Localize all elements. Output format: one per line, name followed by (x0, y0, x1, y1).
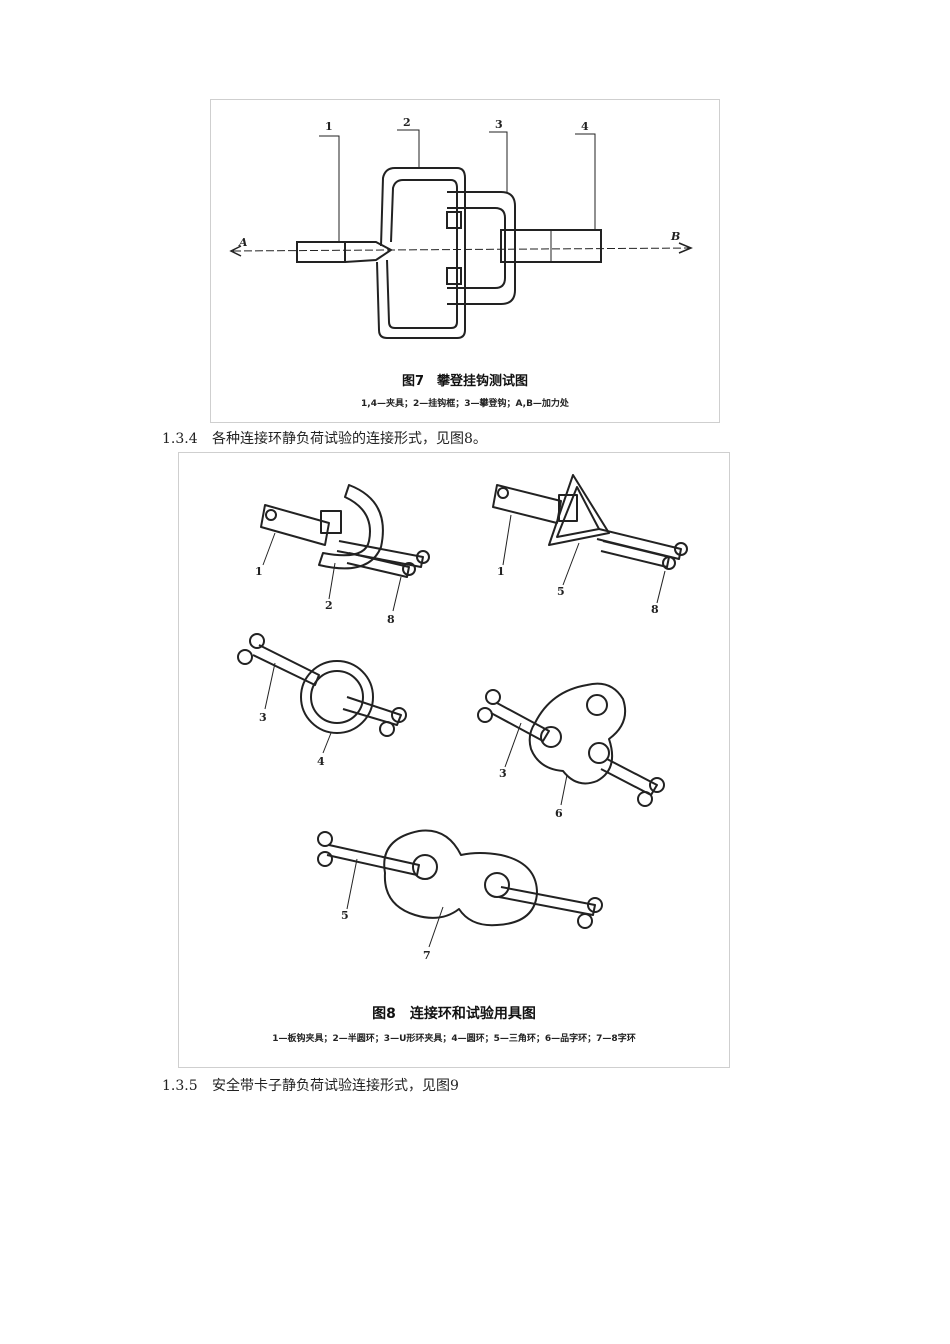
fig7-label-3: 3 (495, 118, 503, 131)
figure-7: 1 2 3 4 A B 图7 攀登挂钩测试图 1,4—夹具；2—挂钩框；3—攀登… (210, 99, 720, 423)
figure-7-legend: 1,4—夹具；2—挂钩框；3—攀登钩；A,B—加力处 (361, 399, 569, 409)
panel-round-ring (237, 633, 407, 737)
figure-8-caption: 图8 连接环和试验用具图 (372, 1006, 536, 1022)
fig7-label-a: A (238, 236, 248, 249)
fig7-label-b: B (670, 230, 680, 243)
panel-semicircle-ring (260, 484, 430, 578)
panel-trefoil-ring (477, 682, 665, 807)
paragraph-1-3-5: 1.3.5 安全带卡子静负荷试验连接形式，见图9 (162, 1075, 459, 1095)
fig8-d-label-2: 6 (555, 807, 563, 820)
fig7-label-2: 2 (403, 116, 411, 129)
fig8-b-label-2: 5 (557, 585, 565, 598)
fig7-label-4: 4 (581, 120, 589, 133)
fig8-e-label-1: 5 (341, 909, 349, 922)
hook-test-diagram: 1 2 3 4 A B (229, 116, 693, 339)
panel-figure-eight-ring (317, 829, 603, 929)
fig8-d-label-1: 3 (499, 767, 507, 780)
fig8-a-label-1: 1 (255, 565, 263, 578)
panel-triangle-ring (492, 474, 688, 570)
section-number: 1.3.5 (162, 1078, 198, 1094)
fig7-label-1: 1 (325, 120, 333, 133)
figure-8-legend: 1—板钩夹具；2—半圆环；3—U形环夹具；4—圆环；5—三角环；6—品字环；7—… (272, 1034, 636, 1044)
fig8-b-label-3: 8 (651, 603, 659, 616)
fig8-c-label-1: 3 (259, 711, 267, 724)
paragraph-text: 安全带卡子静负荷试验连接形式，见图9 (212, 1078, 459, 1094)
fig8-b-label-1: 1 (497, 565, 505, 578)
figure-7-caption: 图7 攀登挂钩测试图 (401, 374, 529, 389)
fig8-a-label-2: 2 (325, 599, 333, 612)
fig8-a-label-3: 8 (387, 613, 395, 626)
figure-8: 1 2 8 1 5 8 3 4 3 6 5 7 图8 连接环和试验用具图 1—板… (178, 452, 730, 1068)
paragraph-text: 各种连接环静负荷试验的连接形式，见图8。 (212, 431, 487, 447)
connecting-rings-diagram: 1 2 8 1 5 8 3 4 3 6 5 7 (237, 474, 688, 962)
fig8-e-label-2: 7 (423, 949, 431, 962)
paragraph-1-3-4: 1.3.4 各种连接环静负荷试验的连接形式，见图8。 (162, 428, 487, 448)
section-number: 1.3.4 (162, 431, 198, 447)
fig8-c-label-2: 4 (317, 755, 325, 768)
